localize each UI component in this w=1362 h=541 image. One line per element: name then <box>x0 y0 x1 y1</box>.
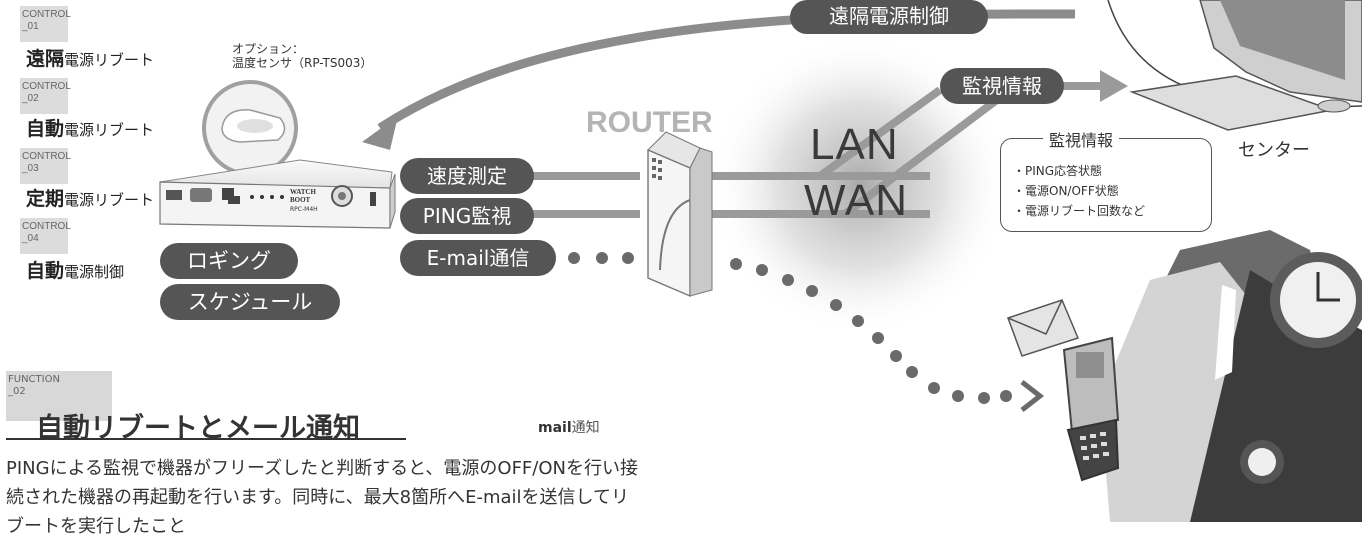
control-04-title-big: 自動 <box>26 260 65 282</box>
control-02-title-small: 電源リブート <box>64 121 155 139</box>
router-label: ROUTER <box>586 106 713 139</box>
pill-remote-power: 遠隔電源制御 <box>790 0 988 34</box>
lan-label: LAN <box>810 120 899 169</box>
control-04-code: CONTROL _04 <box>20 218 71 254</box>
monitor-info-item: ・PING応答状態 <box>1013 164 1103 178</box>
function-code: FUNCTION _02 <box>6 371 112 421</box>
function-body: PINGによる監視で機器がフリーズしたと判断すると、電源のOFF/ONを行い接続… <box>6 458 638 537</box>
control-03-title-big: 定期 <box>26 188 65 210</box>
device-brand: WATCH BOOT <box>290 188 316 204</box>
control-04-title: 自動電源制御 <box>26 256 124 283</box>
pill-speed-test: 速度測定 <box>400 158 534 194</box>
wan-label: WAN <box>804 176 909 225</box>
mobile-user-illustration <box>1007 230 1362 522</box>
monitor-info-item: ・電源ON/OFF状態 <box>1013 184 1119 198</box>
monitor-info-title: 監視情報 <box>1043 127 1120 151</box>
control-02-title: 自動電源リブート <box>26 114 154 141</box>
pill-monitor-info: 監視情報 <box>940 68 1064 104</box>
function-tag-bold: mail <box>538 420 572 436</box>
option-sensor-label: オプション： 温度センサ（RP-TS003） <box>232 42 373 70</box>
control-02-title-big: 自動 <box>26 118 65 140</box>
function-tag: mail通知 <box>538 417 600 437</box>
center-label: センター <box>1238 140 1310 161</box>
email-dots <box>568 252 1012 404</box>
pill-logging: ロギング <box>160 243 298 279</box>
control-01-title-big: 遠隔 <box>26 48 65 70</box>
control-02-code: CONTROL _02 <box>20 78 71 114</box>
control-03-title: 定期電源リブート <box>26 184 154 211</box>
monitor-info-item: ・電源リブート回数など <box>1013 204 1146 218</box>
watchboot-device <box>159 159 396 229</box>
center-computer <box>1107 0 1362 131</box>
control-01-title: 遠隔電源リブート <box>26 44 154 71</box>
network-cloud <box>710 35 1010 335</box>
control-03-title-small: 電源リブート <box>64 191 155 209</box>
pill-schedule: スケジュール <box>160 284 340 320</box>
router-device <box>647 131 713 298</box>
control-01-title-small: 電源リブート <box>64 51 155 69</box>
temperature-sensor <box>202 80 298 176</box>
function-title-rule <box>6 438 406 440</box>
connection-lines <box>530 86 1013 218</box>
pill-ping-monitor: PING監視 <box>400 198 534 234</box>
device-model: RPC-M4H <box>290 206 318 213</box>
control-03-code: CONTROL _03 <box>20 148 71 184</box>
function-tag-rest: 通知 <box>571 420 600 436</box>
pill-email: E-mail通信 <box>400 240 556 276</box>
network-diagram <box>159 0 1362 522</box>
control-01-code: CONTROL _01 <box>20 6 71 42</box>
control-04-title-small: 電源制御 <box>64 263 125 281</box>
remote-control-arrowhead <box>362 116 398 150</box>
monitor-info-box: 監視情報 ・PING応答状態 ・電源ON/OFF状態 ・電源リブート回数など <box>1000 127 1212 232</box>
